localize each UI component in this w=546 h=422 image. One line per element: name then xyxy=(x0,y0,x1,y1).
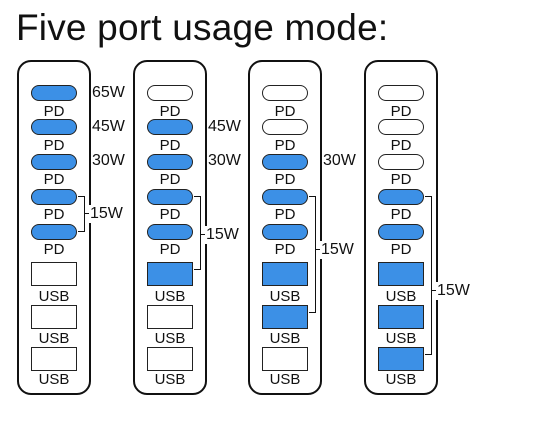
port-label: PD xyxy=(390,206,412,223)
port-label: USB xyxy=(154,371,186,388)
port-label: PD xyxy=(43,137,65,154)
usb-c-port-active xyxy=(31,189,77,205)
usb-a-port-idle xyxy=(31,262,77,286)
usb-c-port-active xyxy=(31,224,77,240)
wattage-label: 65W xyxy=(91,84,126,102)
usb-c-port-active xyxy=(378,224,424,240)
usb-a-port-active xyxy=(378,347,424,371)
usb-c-port-idle xyxy=(262,85,308,101)
port-label: PD xyxy=(43,206,65,223)
shared-power-bracket xyxy=(425,196,432,355)
port-label: USB xyxy=(38,288,70,305)
wattage-label: 30W xyxy=(91,152,126,170)
usb-a-port-active xyxy=(147,262,193,286)
port-label: USB xyxy=(385,371,417,388)
page-title: Five port usage mode: xyxy=(16,7,389,48)
port-label: USB xyxy=(154,288,186,305)
port-label: PD xyxy=(274,137,296,154)
port-label: USB xyxy=(38,371,70,388)
port-label: PD xyxy=(43,103,65,120)
port-label: PD xyxy=(159,103,181,120)
port-label: USB xyxy=(269,371,301,388)
usb-c-port-idle xyxy=(378,154,424,170)
shared-wattage-label: 15W xyxy=(89,205,124,223)
usb-c-port-active xyxy=(262,154,308,170)
usb-c-port-active xyxy=(378,189,424,205)
port-label: USB xyxy=(385,330,417,347)
port-label: USB xyxy=(385,288,417,305)
port-label: PD xyxy=(390,103,412,120)
usb-c-port-active xyxy=(147,119,193,135)
usb-c-port-idle xyxy=(262,119,308,135)
port-label: PD xyxy=(159,137,181,154)
usb-a-port-active xyxy=(262,305,308,329)
port-label: USB xyxy=(154,330,186,347)
port-label: USB xyxy=(38,330,70,347)
usb-c-port-active xyxy=(31,119,77,135)
wattage-label: 30W xyxy=(207,152,242,170)
bracket-connector xyxy=(431,290,437,292)
port-label: PD xyxy=(390,171,412,188)
usb-a-port-idle xyxy=(31,305,77,329)
bracket-connector xyxy=(84,213,90,215)
port-label: PD xyxy=(43,171,65,188)
wattage-label: 45W xyxy=(207,118,242,136)
port-label: PD xyxy=(159,171,181,188)
usb-c-port-active xyxy=(147,154,193,170)
usb-a-port-active xyxy=(378,262,424,286)
wattage-label: 30W xyxy=(322,152,357,170)
port-label: PD xyxy=(390,241,412,258)
shared-power-bracket xyxy=(309,196,316,313)
usb-c-port-idle xyxy=(147,85,193,101)
port-label: PD xyxy=(43,241,65,258)
port-label: PD xyxy=(274,171,296,188)
usb-c-port-idle xyxy=(378,119,424,135)
usb-c-port-active xyxy=(31,85,77,101)
shared-wattage-label: 15W xyxy=(205,226,240,244)
usb-a-port-idle xyxy=(31,347,77,371)
port-label: PD xyxy=(274,241,296,258)
usb-a-port-active xyxy=(262,262,308,286)
wattage-label: 45W xyxy=(91,118,126,136)
usb-c-port-active xyxy=(147,224,193,240)
port-label: PD xyxy=(390,137,412,154)
shared-power-bracket xyxy=(194,196,201,270)
port-label: PD xyxy=(159,241,181,258)
bracket-connector xyxy=(200,234,206,236)
usb-c-port-active xyxy=(262,189,308,205)
usb-a-port-idle xyxy=(147,347,193,371)
usb-c-port-idle xyxy=(378,85,424,101)
usb-a-port-active xyxy=(378,305,424,329)
port-label: USB xyxy=(269,288,301,305)
bracket-connector xyxy=(315,249,321,251)
usb-c-port-active xyxy=(147,189,193,205)
port-label: USB xyxy=(269,330,301,347)
port-label: PD xyxy=(159,206,181,223)
shared-wattage-label: 15W xyxy=(436,282,471,300)
port-label: PD xyxy=(274,206,296,223)
usb-c-port-active xyxy=(31,154,77,170)
usb-c-port-active xyxy=(262,224,308,240)
port-label: PD xyxy=(274,103,296,120)
usb-a-port-idle xyxy=(262,347,308,371)
usb-a-port-idle xyxy=(147,305,193,329)
shared-wattage-label: 15W xyxy=(320,241,355,259)
